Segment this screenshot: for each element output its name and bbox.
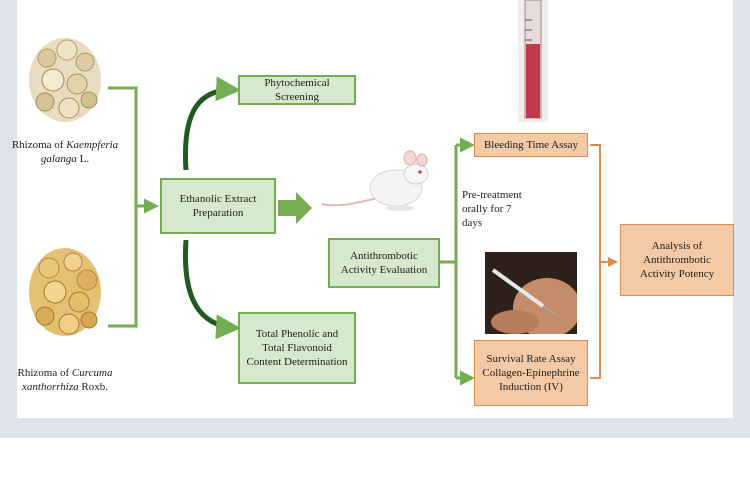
- pretreatment-note: Pre-treatment orally for 7 days: [462, 188, 532, 230]
- branch-line: [440, 145, 458, 378]
- antithrombotic-evaluation-box: Antithrombotic Activity Evaluation: [328, 238, 440, 288]
- pretreatment-label: Pre-treatment orally for 7 days: [462, 189, 522, 229]
- injection-photo: [485, 252, 577, 334]
- galanga-suffix: L.: [76, 153, 90, 165]
- analysis-label: Analysis of Antithrombotic Activity Pote…: [639, 240, 715, 280]
- curve-arrow-up: [182, 76, 241, 171]
- curcuma-caption: Rhizoma of Curcuma xanthorrhiza Roxb.: [10, 366, 120, 394]
- survival-rate-box: Survival Rate Assay Collagen-Epinephrine…: [474, 340, 588, 406]
- galanga-name: Kaempferia galanga: [40, 139, 119, 165]
- bleeding-label: Bleeding Time Assay: [483, 139, 579, 151]
- phytochemical-screening-box: Phytochemical Screening: [238, 75, 356, 105]
- curcuma-suffix: Roxb.: [78, 381, 108, 393]
- curcuma-name: Curcuma xanthorrhiza: [22, 367, 113, 393]
- curve-arrow-down: [182, 239, 241, 340]
- galanga-rhizome-photo: [25, 28, 105, 128]
- bracket-line: [108, 86, 138, 328]
- extract-preparation-box: Ethanolic Extract Preparation: [160, 178, 276, 234]
- mouse-photo: [320, 138, 432, 218]
- extract-label: Ethanolic Extract Preparation: [179, 193, 257, 219]
- curcuma-rhizome-photo: [25, 242, 105, 342]
- curcuma-prefix: Rhizoma of: [17, 367, 72, 379]
- block-arrow: [278, 192, 312, 224]
- analysis-box: Analysis of Antithrombotic Activity Pote…: [620, 224, 734, 296]
- galanga-prefix: Rhizoma of: [11, 139, 67, 151]
- syringe-photo: [518, 0, 548, 122]
- bleeding-time-box: Bleeding Time Assay: [474, 133, 588, 157]
- galanga-caption: Rhizoma of Kaempferia galanga L.: [10, 138, 120, 166]
- phenolic-label: Total Phenolic and Total Flavonoid Conte…: [246, 328, 348, 368]
- antithrombotic-label: Antithrombotic Activity Evaluation: [340, 250, 428, 276]
- orange-bracket: [590, 144, 601, 379]
- survival-label: Survival Rate Assay Collagen-Epinephrine…: [482, 353, 580, 393]
- phenolic-flavonoid-box: Total Phenolic and Total Flavonoid Conte…: [238, 312, 356, 384]
- phytochemical-label: Phytochemical Screening: [264, 77, 330, 103]
